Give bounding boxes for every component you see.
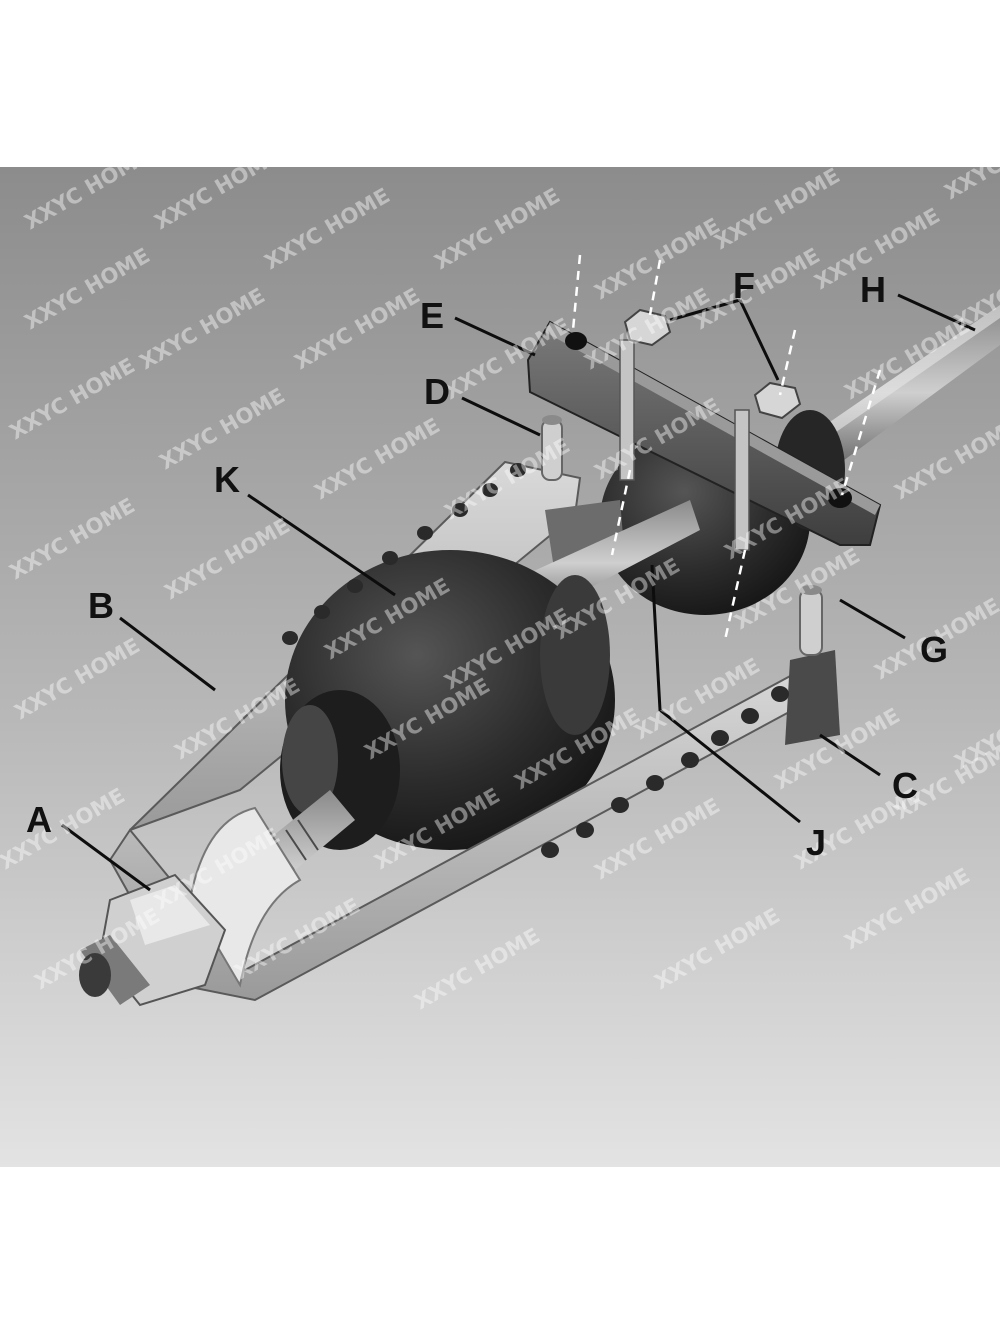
label-E: E [420,295,444,336]
label-B: B [88,585,114,626]
bolts-F [619,308,802,551]
alignment-dashes [571,254,882,641]
yoke-front-block-C [785,650,840,745]
label-H: H [860,269,886,310]
label-J: J [806,822,826,863]
stud-D [541,415,563,481]
label-F: F [733,265,755,306]
stud-G [799,585,823,656]
collar-and-nut-A [79,806,302,1007]
label-leaders [61,293,976,892]
label-D: D [424,371,450,412]
label-C: C [892,765,918,806]
label-A: A [26,799,52,840]
label-K: K [214,459,240,500]
part-labels: A B C D E F G H J K [26,265,948,863]
yoke-bolt-holes [282,463,789,858]
label-G: G [920,629,948,670]
